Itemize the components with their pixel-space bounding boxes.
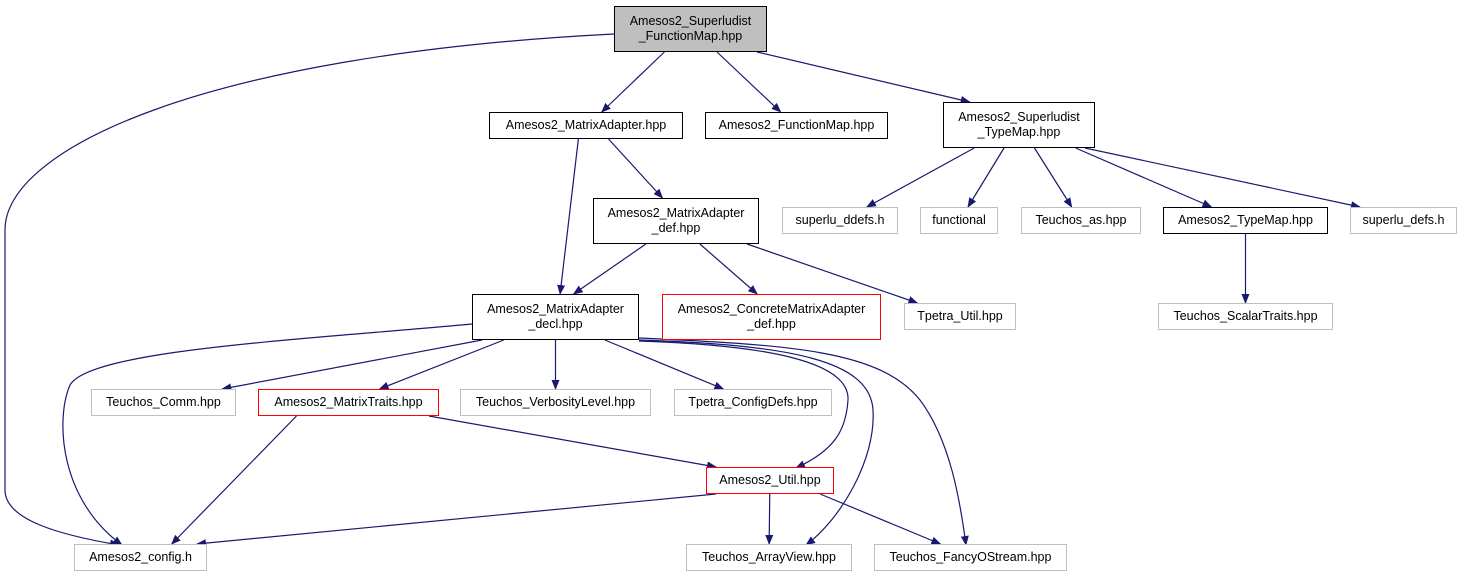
edge-matrixadapter-decl-to-amesos2-util — [638, 340, 849, 469]
node-label-line1: Amesos2_MatrixAdapter.hpp — [505, 118, 667, 132]
edge-superludist-functionmap-to-superludist-typemap — [756, 51, 971, 104]
node-amesos2-superludist-functionmap[interactable]: Amesos2_Superludist _FunctionMap.hpp — [614, 6, 767, 52]
edge-matrixadapter-decl-to-teuchos-comm — [221, 339, 483, 392]
node-functional: functional — [920, 207, 998, 234]
node-label-line1: Teuchos_FancyOStream.hpp — [889, 550, 1052, 564]
node-label-line1: Tpetra_Util.hpp — [917, 309, 1003, 323]
node-label-line1: Tpetra_ConfigDefs.hpp — [688, 395, 818, 409]
node-label-line2: _def.hpp — [747, 317, 796, 331]
edge-amesos2-util-to-teuchos-arrayview — [765, 493, 774, 545]
node-label-line1: Teuchos_ScalarTraits.hpp — [1173, 309, 1318, 323]
node-teuchos-scalartraits: Teuchos_ScalarTraits.hpp — [1158, 303, 1333, 330]
node-teuchos-verbositylevel: Teuchos_VerbosityLevel.hpp — [460, 389, 651, 416]
edge-superludist-functionmap-to-functionmap — [716, 51, 782, 113]
node-label-line1: Amesos2_MatrixAdapter — [607, 206, 745, 220]
node-label-line1: Teuchos_ArrayView.hpp — [702, 550, 836, 564]
node-label-line1: Amesos2_FunctionMap.hpp — [718, 118, 875, 132]
node-amesos2-config: Amesos2_config.h — [74, 544, 207, 571]
edge-matrixadapter-def-to-matrixadapter-decl — [572, 243, 647, 295]
edge-superludist-functionmap-to-matrixadapter — [600, 51, 665, 113]
node-superlu-defs: superlu_defs.h — [1350, 207, 1457, 234]
edge-superludist-typemap-to-typemap — [1075, 147, 1213, 208]
node-amesos2-typemap[interactable]: Amesos2_TypeMap.hpp — [1163, 207, 1328, 234]
node-label-line1: Amesos2_Superludist — [629, 14, 752, 28]
node-teuchos-comm: Teuchos_Comm.hpp — [91, 389, 236, 416]
node-amesos2-matrixadapter-decl[interactable]: Amesos2_MatrixAdapter _decl.hpp — [472, 294, 639, 340]
node-label-line1: Amesos2_MatrixTraits.hpp — [274, 395, 423, 409]
edge-matrixadapter-decl-to-amesos2-config — [62, 323, 473, 546]
node-tpetra-util: Tpetra_Util.hpp — [904, 303, 1016, 330]
edge-matrixadapter-decl-to-teuchos-fancyostream — [638, 337, 969, 546]
edge-superludist-typemap-to-functional — [967, 147, 1005, 208]
edge-matrixadapter-decl-to-tpetra-configdefs — [604, 339, 725, 390]
node-label-line2: _def.hpp — [651, 221, 701, 235]
edge-matrixtraits-to-amesos2-util — [428, 415, 717, 470]
edge-superludist-typemap-to-teuchos-as — [1033, 147, 1073, 208]
node-superlu-ddefs: superlu_ddefs.h — [782, 207, 898, 234]
edge-matrixadapter-def-to-concretematrixadapter-def — [699, 243, 758, 295]
node-label-line1: superlu_ddefs.h — [795, 213, 885, 227]
node-label-line1: functional — [932, 213, 986, 227]
node-label-line2: _decl.hpp — [528, 317, 583, 331]
node-teuchos-as: Teuchos_as.hpp — [1021, 207, 1141, 234]
edge-matrixadapter-to-matrixadapter-decl — [557, 138, 579, 295]
node-label-line2: _FunctionMap.hpp — [638, 29, 743, 43]
node-label-line1: Amesos2_ConcreteMatrixAdapter — [677, 302, 866, 316]
edge-matrixadapter-def-to-tpetra-util — [746, 243, 919, 304]
edge-superludist-typemap-to-superlu-ddefs — [865, 147, 975, 208]
node-label-line1: Amesos2_Util.hpp — [719, 473, 821, 487]
node-amesos2-superludist-typemap[interactable]: Amesos2_Superludist _TypeMap.hpp — [943, 102, 1095, 148]
edge-amesos2-util-to-amesos2-config — [196, 493, 717, 548]
node-amesos2-functionmap[interactable]: Amesos2_FunctionMap.hpp — [705, 112, 888, 139]
node-tpetra-configdefs: Tpetra_ConfigDefs.hpp — [674, 389, 832, 416]
node-label-line1: Amesos2_TypeMap.hpp — [1178, 213, 1313, 227]
node-amesos2-matrixadapter[interactable]: Amesos2_MatrixAdapter.hpp — [489, 112, 683, 139]
node-amesos2-concretematrixadapter-def[interactable]: Amesos2_ConcreteMatrixAdapter _def.hpp — [662, 294, 881, 340]
node-label-line2: _TypeMap.hpp — [977, 125, 1061, 139]
node-label-line1: superlu_defs.h — [1362, 213, 1445, 227]
node-amesos2-util[interactable]: Amesos2_Util.hpp — [706, 467, 834, 494]
node-amesos2-matrixtraits[interactable]: Amesos2_MatrixTraits.hpp — [258, 389, 439, 416]
edge-amesos2-util-to-teuchos-fancyostream — [819, 493, 942, 545]
edge-superludist-typemap-to-superlu-defs — [1084, 147, 1361, 210]
edge-matrixtraits-to-amesos2-config — [171, 415, 297, 545]
node-label-line1: Amesos2_Superludist — [958, 110, 1080, 124]
node-label-line1: Amesos2_MatrixAdapter — [487, 302, 624, 316]
edge-matrixadapter-decl-to-matrixtraits — [378, 339, 504, 390]
edge-matrixadapter-decl-to-teuchos-arrayview — [638, 339, 874, 546]
node-teuchos-fancyostream: Teuchos_FancyOStream.hpp — [874, 544, 1067, 571]
node-amesos2-matrixadapter-def[interactable]: Amesos2_MatrixAdapter _def.hpp — [593, 198, 759, 244]
node-label-line1: Amesos2_config.h — [89, 550, 192, 564]
node-teuchos-arrayview: Teuchos_ArrayView.hpp — [686, 544, 852, 571]
node-label-line1: Teuchos_VerbosityLevel.hpp — [475, 395, 636, 409]
edge-matrixadapter-to-matrixadapter-def — [608, 138, 664, 199]
edge-superludist-functionmap-to-amesos2-config — [4, 33, 615, 548]
node-label-line1: Teuchos_as.hpp — [1035, 213, 1127, 227]
node-label-line1: Teuchos_Comm.hpp — [106, 395, 221, 409]
